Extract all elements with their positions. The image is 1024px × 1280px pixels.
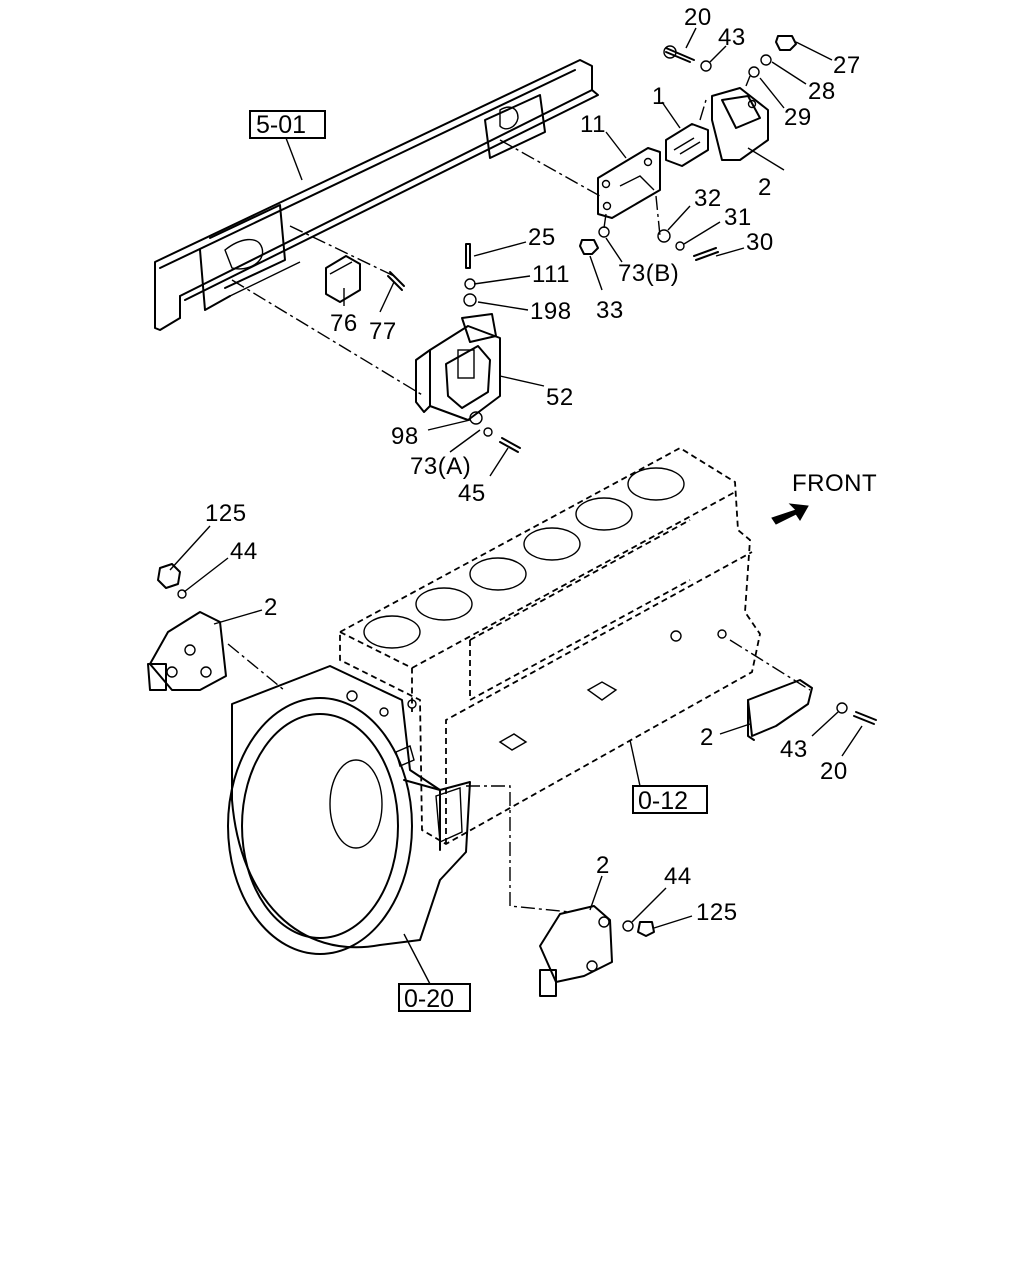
reference-box-frame: 5-01	[249, 110, 326, 181]
rear-mount-52	[415, 243, 521, 453]
bracket-2-left	[147, 563, 285, 691]
callout-31: 31	[724, 204, 752, 231]
callout-111: 111	[532, 261, 570, 288]
callout-numbers: 20 43 27 28 29 1 11 2 32 31 30 25 111 19…	[205, 4, 861, 926]
front-mount-bracket-11	[597, 147, 661, 219]
stopper-76-77	[325, 255, 405, 303]
front-direction-indicator: FRONT	[771, 470, 877, 525]
front-label: FRONT	[792, 470, 877, 497]
hardware-top	[579, 35, 797, 261]
callout-2-right: 2	[700, 724, 714, 751]
callout-125-bottom: 125	[696, 899, 738, 926]
reference-box-flywheel-housing: 0-20	[398, 933, 471, 1013]
frame-rail	[154, 59, 599, 331]
rubber-mount-1	[665, 123, 709, 167]
callout-73a: 73(A)	[410, 453, 471, 480]
front-arrow-icon	[771, 503, 809, 525]
callout-25: 25	[528, 224, 556, 251]
callout-29: 29	[784, 104, 812, 131]
callout-11: 11	[580, 111, 606, 138]
callout-43-right: 43	[780, 736, 808, 763]
callout-33: 33	[596, 297, 624, 324]
reference-box-frame-label: 5-01	[256, 111, 306, 139]
callout-98: 98	[391, 423, 419, 450]
callout-28: 28	[808, 78, 836, 105]
callout-44-bottom: 44	[664, 863, 692, 890]
callout-52: 52	[546, 384, 574, 411]
callout-198: 198	[530, 298, 572, 325]
flywheel-housing	[227, 665, 471, 955]
engine-block-outline	[339, 446, 761, 846]
callout-leaders	[169, 27, 863, 929]
callout-125-left: 125	[205, 500, 247, 527]
callout-30: 30	[746, 229, 774, 256]
callout-45: 45	[458, 480, 486, 507]
reference-box-engine-block-label: 0-12	[638, 787, 688, 815]
bracket-2-right	[729, 639, 877, 741]
callout-2-bottom: 2	[596, 852, 610, 879]
callout-77: 77	[369, 318, 397, 345]
callout-44-left: 44	[230, 538, 258, 565]
callout-76: 76	[330, 310, 358, 337]
callout-73b: 73(B)	[618, 260, 679, 287]
callout-2-top: 2	[758, 174, 772, 201]
callout-43-top: 43	[718, 24, 746, 51]
top-dashed-alignment-lines	[231, 99, 707, 397]
callout-20-top: 20	[684, 4, 712, 31]
bracket-2-bottom	[466, 785, 655, 997]
reference-box-flywheel-housing-label: 0-20	[404, 985, 454, 1013]
callout-32: 32	[694, 185, 722, 212]
callout-27: 27	[833, 52, 861, 79]
reference-box-engine-block: 0-12	[629, 739, 708, 815]
bracket-2-top	[711, 87, 769, 161]
callout-2-left: 2	[264, 594, 278, 621]
callout-20-right: 20	[820, 758, 848, 785]
callout-1: 1	[652, 83, 666, 110]
